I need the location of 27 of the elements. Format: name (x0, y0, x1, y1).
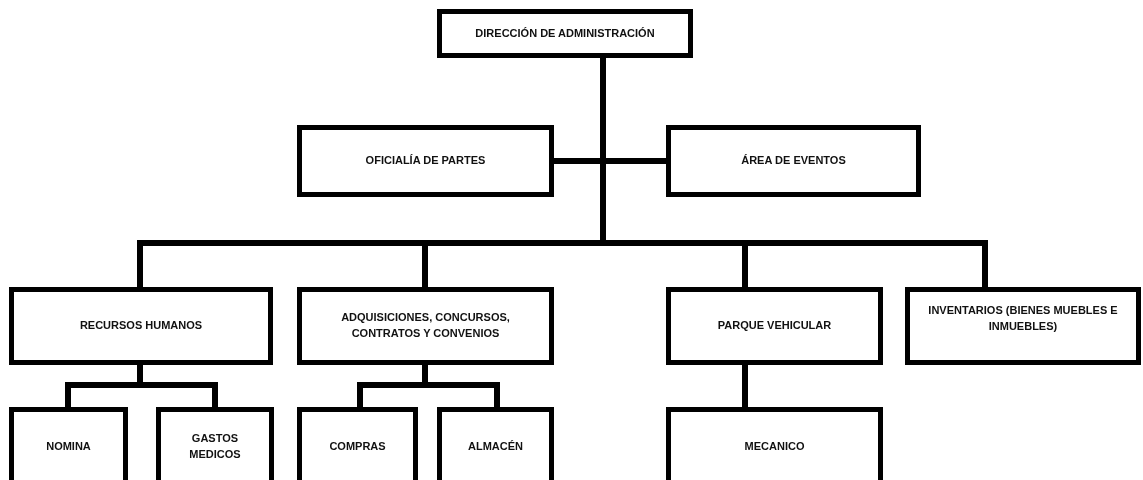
unit-name: DIRECCIÓN DE ADMINISTRACIÓN (475, 25, 655, 41)
org-box (156, 407, 274, 480)
connector-line (600, 55, 988, 290)
org-box (9, 407, 128, 480)
org-box (437, 407, 554, 480)
org-box (666, 287, 883, 365)
unit-name: ADQUISICIONES, CONCURSOS, CONTRATOS Y CONVENIOS (340, 310, 511, 341)
org-box (297, 287, 554, 365)
org-box (666, 125, 921, 197)
org-box (905, 287, 1141, 365)
unit-name: INVENTARIOS (BIENES MUEBLES E INMUEBLES) (927, 303, 1119, 334)
unit-name: RECURSOS HUMANOS (79, 318, 203, 334)
unit-name: GASTOS MEDICOS (188, 431, 242, 462)
unit-name: PARQUE VEHICULAR (717, 318, 832, 334)
unit-name: COMPRAS (329, 439, 386, 455)
org-box (297, 125, 554, 197)
org-box (297, 407, 418, 480)
org-box (437, 9, 693, 58)
unit-name: MECANICO (744, 439, 805, 455)
connector-line (422, 362, 500, 410)
unit-name: ALMACÉN (468, 439, 523, 455)
org-box (666, 407, 883, 480)
unit-name: ÁREA DE EVENTOS (741, 153, 846, 169)
unit-name: OFICIALÍA DE PARTES (365, 153, 486, 169)
unit-name: NOMINA (46, 439, 91, 455)
org-box (9, 287, 273, 365)
connector-line (137, 362, 218, 410)
